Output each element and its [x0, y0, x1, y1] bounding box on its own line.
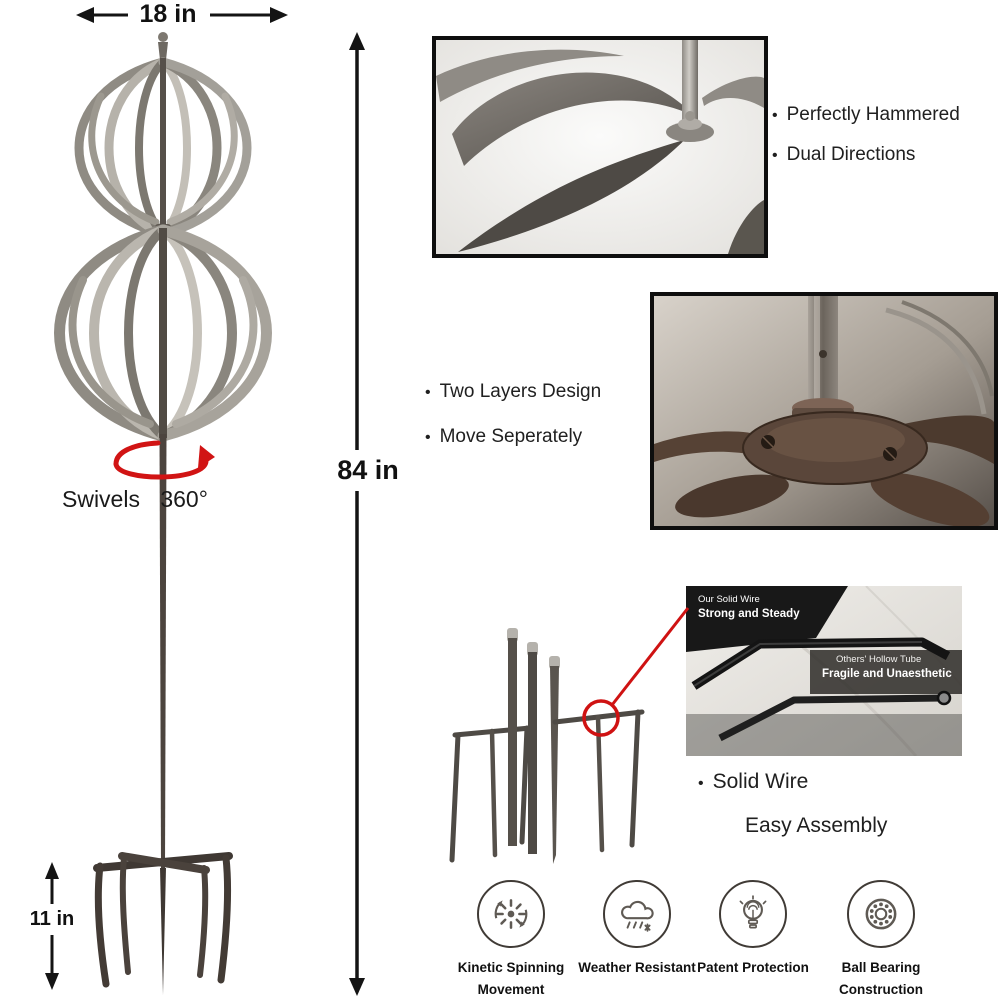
wire-comparison-inset: Our Solid Wire Strong and Steady Others'… [686, 586, 962, 756]
kinetic-spinning-icon [477, 880, 545, 948]
blade-closeup-inset [432, 36, 768, 258]
our-wire-label: Our Solid Wire [698, 594, 760, 605]
badge-ball-bearing: Ball Bearing Construction [815, 880, 947, 1000]
callout-perfectly-hammered: Perfectly Hammered [772, 104, 960, 126]
height-dimension-label: 84 in [320, 450, 416, 491]
callout-easy-assembly: Easy Assembly [745, 814, 888, 837]
assembly-parts-graphic [449, 628, 645, 864]
weather-resistant-icon [603, 880, 671, 948]
width-arrow [76, 7, 288, 23]
upper-swirl-sphere [74, 57, 252, 239]
callout-two-layers: Two Layers Design [425, 381, 602, 403]
badge-label-line1: Kinetic Spinning [457, 960, 565, 975]
prong-dimension-label: 11 in [20, 904, 84, 935]
hub-closeup-photo [654, 296, 994, 526]
badge-kinetic-spinning: Kinetic Spinning Movement [445, 880, 577, 1000]
badge-label-line1: Weather Resistant [578, 960, 696, 975]
ball-bearing-icon [847, 880, 915, 948]
stake-pole [159, 434, 167, 868]
swivel-360-label: Swivels 360° [62, 486, 208, 512]
swivel-arrow-icon [113, 440, 215, 480]
others-wire-claim: Fragile and Unaesthetic [822, 668, 952, 680]
hub-closeup-inset [650, 292, 998, 530]
badge-weather-resistant: Weather Resistant [571, 880, 703, 979]
spinner-finial [158, 32, 168, 60]
width-dimension-label: 18 in [128, 0, 208, 29]
badge-label-line2: Construction [839, 982, 923, 997]
wind-spinner-graphic [45, 7, 365, 996]
callout-move-separately: Move Seperately [425, 426, 583, 448]
callout-dual-directions: Dual Directions [772, 144, 916, 166]
badge-patent-protection: Patent Protection [687, 880, 819, 979]
wire-comparison-photo [686, 586, 962, 756]
our-wire-claim: Strong and Steady [698, 608, 800, 620]
lower-swirl-sphere [54, 224, 272, 442]
others-wire-label: Others' Hollow Tube [836, 654, 922, 665]
ground-fork [93, 852, 233, 995]
callout-solid-wire: Solid Wire [698, 770, 809, 794]
height-arrow [349, 32, 365, 996]
badge-label-line2: Movement [477, 982, 545, 997]
badge-label-line1: Ball Bearing [841, 960, 921, 975]
badge-label-line1: Patent Protection [697, 960, 809, 975]
patent-protection-icon [719, 880, 787, 948]
blade-closeup-photo [436, 40, 764, 254]
